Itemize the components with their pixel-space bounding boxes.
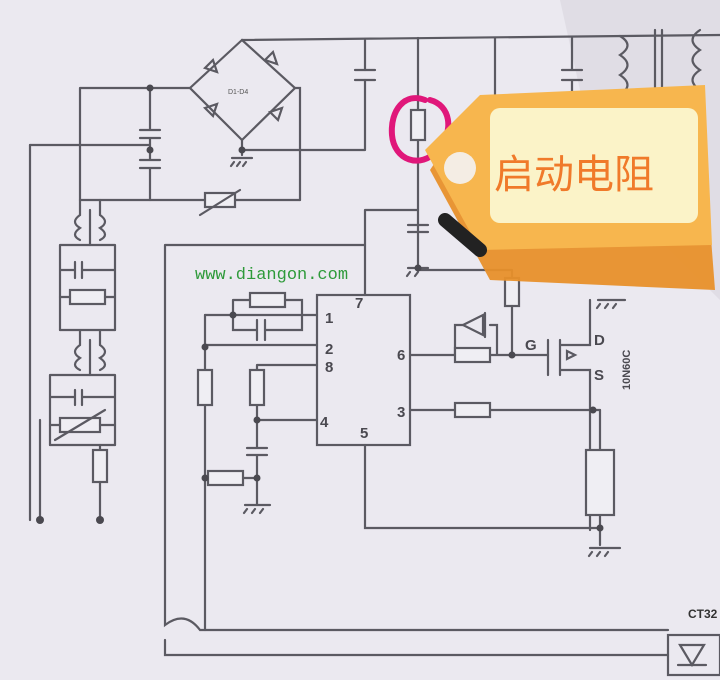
watermark: www.diangon.com <box>195 266 348 285</box>
input-filter <box>28 84 302 524</box>
feedback-lines: CT32 <box>163 243 720 677</box>
source-label: S <box>594 367 604 384</box>
pin-5-label: 5 <box>360 425 368 442</box>
label-tag: 启动电阻 <box>425 85 715 290</box>
pin-7-label: 7 <box>355 295 363 312</box>
bridge-label: D1-D4 <box>228 89 248 96</box>
pin-1-label: 1 <box>325 310 333 327</box>
pin-6-label: 6 <box>397 347 405 364</box>
pin-4-label: 4 <box>320 414 329 431</box>
pin-3-label: 3 <box>397 404 405 421</box>
pwm-ic: 7 1 2 8 4 5 6 3 <box>196 291 602 632</box>
tag-label: 启动电阻 <box>494 152 654 198</box>
top-rail <box>240 28 720 152</box>
mosfet-part-label: 10N60C <box>621 350 633 390</box>
pin-8-label: 8 <box>325 359 333 376</box>
drain-label: D <box>594 332 605 349</box>
pin-2-label: 2 <box>325 341 333 358</box>
highlight-circle <box>388 95 452 164</box>
mosfet-stage: G D S 10N60C <box>408 298 633 558</box>
bridge-rectifier: D1-D4 <box>188 38 302 202</box>
optocoupler-label: CT32 <box>688 607 718 621</box>
gate-label: G <box>525 337 537 354</box>
